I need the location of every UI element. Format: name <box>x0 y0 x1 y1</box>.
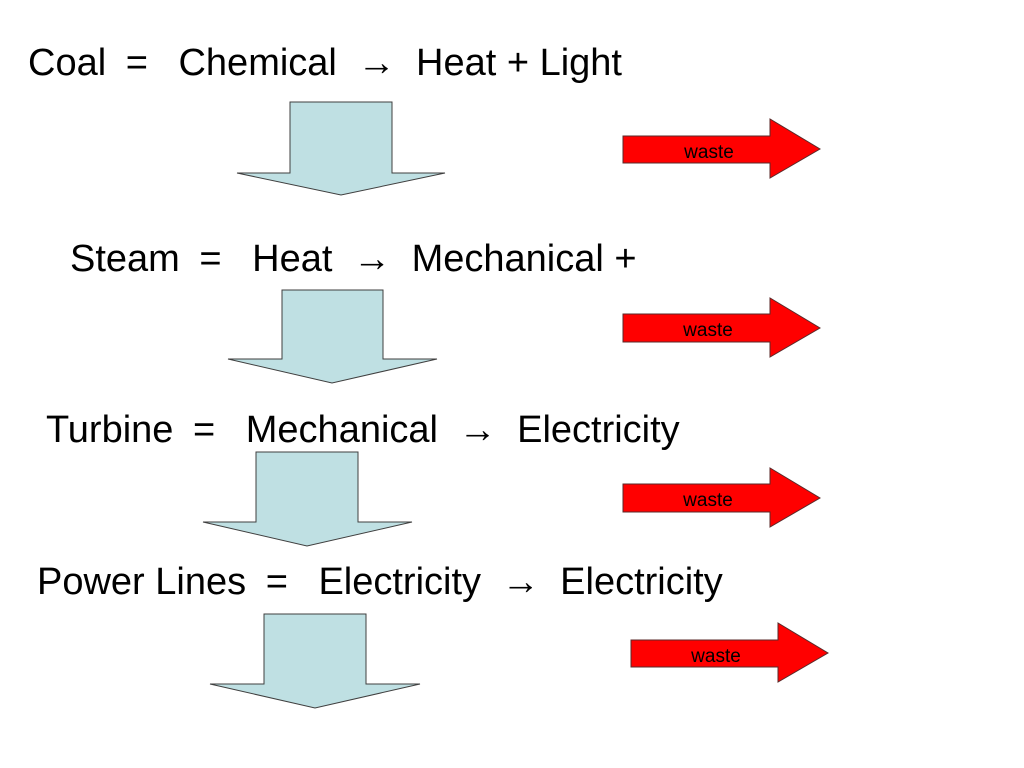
conversion-arrow-icon: → <box>502 561 540 603</box>
waste-arrow: waste <box>630 622 829 683</box>
stage-equation: Turbine = Mechanical → Electricity <box>46 409 680 451</box>
stage-equals: = <box>199 238 221 280</box>
stage-steam: Steam = Heat → Mechanical + waste <box>70 238 821 384</box>
stage-equals: = <box>266 561 288 603</box>
stage-equation: Steam = Heat → Mechanical + <box>70 238 637 280</box>
waste-arrow-icon <box>630 622 829 683</box>
stage-to: Mechanical + <box>412 238 637 280</box>
waste-arrow: waste <box>622 118 821 179</box>
stage-source: Coal <box>28 42 106 84</box>
stage-source: Turbine <box>46 409 173 451</box>
waste-arrow-icon <box>622 297 821 358</box>
stage-power-lines: Power Lines = Electricity → Electricity … <box>37 561 829 709</box>
stage-to: Electricity <box>517 409 680 451</box>
waste-label: waste <box>690 646 741 667</box>
conversion-arrow-icon: → <box>459 409 497 451</box>
stage-from: Chemical <box>178 42 336 84</box>
stage-equation: Coal = Chemical → Heat + Light <box>28 42 622 84</box>
stage-equals: = <box>193 409 215 451</box>
stage-to: Electricity <box>560 561 723 603</box>
stage-from: Heat <box>252 238 333 280</box>
waste-arrow: waste <box>622 467 821 528</box>
stage-source: Steam <box>70 238 180 280</box>
stage-to: Heat + Light <box>416 42 622 84</box>
stage-from: Electricity <box>318 561 481 603</box>
stage-source: Power Lines <box>37 561 246 603</box>
flow-down-arrow-icon <box>236 101 446 196</box>
waste-arrow-icon <box>622 118 821 179</box>
stage-equals: = <box>126 42 148 84</box>
stage-turbine: Turbine = Mechanical → Electricity waste <box>46 409 821 547</box>
flow-down-arrow-icon <box>209 613 421 709</box>
waste-label: waste <box>682 320 733 341</box>
stage-from: Mechanical <box>246 409 438 451</box>
stage-equation: Power Lines = Electricity → Electricity <box>37 561 723 603</box>
flow-down-arrow-icon <box>202 451 413 547</box>
conversion-arrow-icon: → <box>357 42 395 84</box>
waste-label: waste <box>682 490 733 511</box>
waste-arrow: waste <box>622 297 821 358</box>
waste-arrow-icon <box>622 467 821 528</box>
conversion-arrow-icon: → <box>353 238 391 280</box>
stage-coal: Coal = Chemical → Heat + Light waste <box>28 42 821 196</box>
flow-down-arrow-icon <box>227 289 438 384</box>
waste-label: waste <box>683 142 734 163</box>
